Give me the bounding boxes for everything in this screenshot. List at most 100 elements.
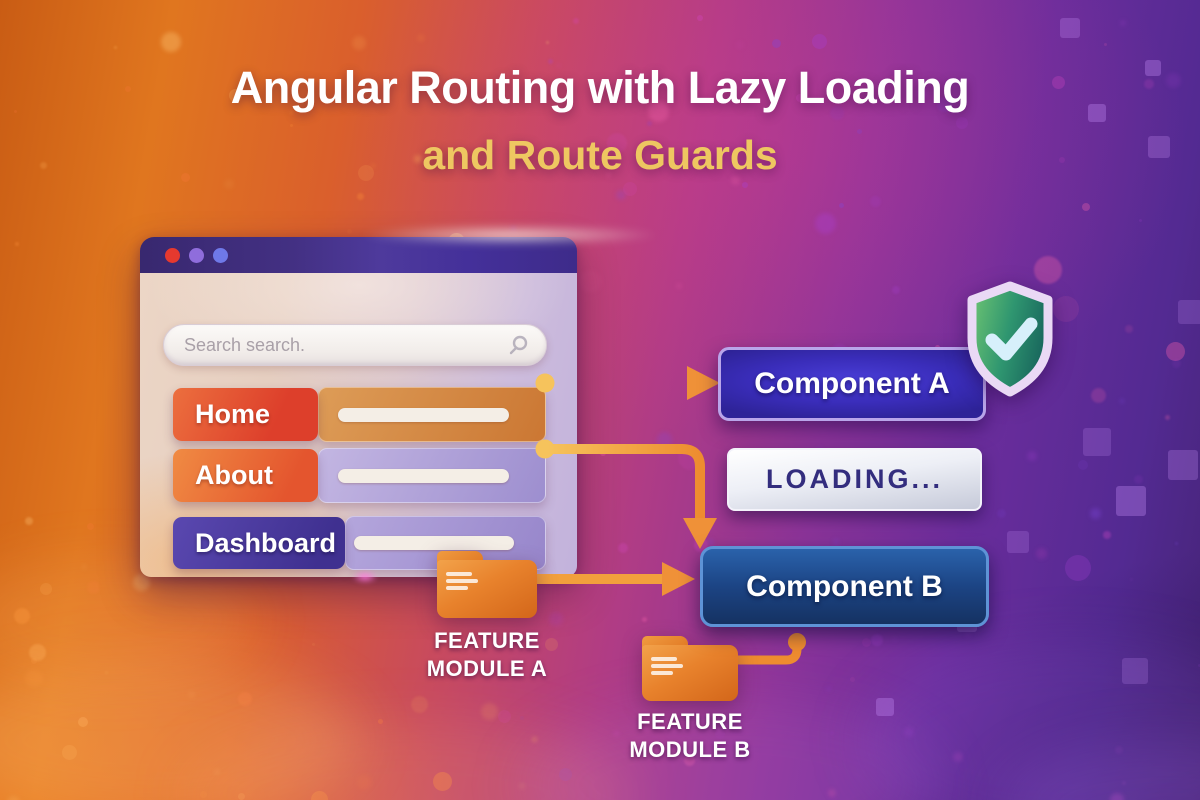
- component-a-label: Component A: [754, 367, 950, 400]
- window-close-button[interactable]: [165, 248, 180, 263]
- bokeh-dot: [1134, 475, 1143, 484]
- bokeh-dot: [1166, 73, 1181, 88]
- bokeh-dot: [833, 539, 839, 545]
- bokeh-dot: [352, 36, 366, 50]
- bokeh-dot: [557, 64, 560, 67]
- bokeh-dot: [917, 88, 927, 98]
- bokeh-dot: [519, 783, 525, 789]
- nav-item-home[interactable]: Home: [173, 388, 318, 441]
- bokeh-dot: [850, 677, 855, 682]
- bokeh-dot: [1104, 43, 1107, 46]
- nav-label-text: About: [195, 460, 273, 490]
- bokeh-dot: [1165, 415, 1170, 420]
- search-bar[interactable]: [163, 324, 547, 366]
- bokeh-dot: [546, 41, 549, 44]
- pixel-square: [1122, 658, 1148, 684]
- bokeh-dot: [1139, 219, 1142, 222]
- folder-icon-module-b: [642, 636, 738, 704]
- nav-item-dashboard[interactable]: Dashboard: [173, 517, 345, 569]
- folder-doc-line: [651, 657, 677, 661]
- loading-status-box: LOADING...: [727, 448, 982, 511]
- bokeh-dot: [1065, 555, 1091, 581]
- bokeh-dot: [1090, 508, 1101, 519]
- nav-route-bar-home: [318, 387, 546, 442]
- bokeh-dot: [742, 182, 748, 188]
- bokeh-dot: [498, 710, 511, 723]
- bokeh-dot: [812, 34, 827, 49]
- bokeh-dot: [1059, 157, 1065, 163]
- bokeh-dot: [414, 155, 422, 163]
- bokeh-dot: [1034, 256, 1062, 284]
- browser-body: Home About Dashboard: [140, 273, 577, 577]
- bokeh-dot: [481, 703, 498, 720]
- window-maximize-button[interactable]: [213, 248, 228, 263]
- bokeh-dot: [1120, 20, 1126, 26]
- bokeh-dot: [62, 745, 77, 760]
- bokeh-dot: [828, 789, 836, 797]
- bokeh-dot: [606, 172, 611, 177]
- bokeh-dot: [1122, 781, 1126, 785]
- nav-item-about[interactable]: About: [173, 449, 318, 502]
- bokeh-dot: [857, 129, 862, 134]
- route-progress-pill: [354, 536, 514, 550]
- pixel-square: [876, 698, 894, 716]
- bokeh-dot: [14, 608, 30, 624]
- arrow-about-to-component-b: [535, 439, 717, 549]
- module-label-line: MODULE A: [426, 656, 548, 681]
- route-progress-pill: [338, 469, 509, 483]
- bokeh-dot: [707, 539, 714, 546]
- bokeh-dot: [937, 97, 952, 112]
- window-minimize-button[interactable]: [189, 248, 204, 263]
- bokeh-dot: [1172, 359, 1181, 368]
- pixel-square: [1168, 450, 1198, 480]
- folder-icon-module-a: [437, 551, 537, 621]
- bokeh-dot: [657, 432, 672, 447]
- bokeh-dot: [371, 164, 375, 168]
- bokeh-dot: [289, 110, 294, 115]
- bokeh-dot: [82, 565, 86, 569]
- bokeh-dot: [623, 182, 637, 196]
- bokeh-dot: [40, 583, 52, 595]
- bokeh-dot: [1078, 460, 1088, 470]
- bokeh-dot: [815, 213, 836, 234]
- bokeh-dot: [520, 716, 524, 720]
- pixel-square: [1060, 18, 1080, 38]
- bokeh-dot: [188, 691, 195, 698]
- folder-doc-line: [446, 572, 472, 576]
- bokeh-dot: [1120, 399, 1124, 403]
- bokeh-dot: [31, 658, 37, 664]
- bokeh-dot: [830, 106, 844, 120]
- bokeh-dot: [715, 729, 725, 739]
- bokeh-dot: [229, 89, 242, 102]
- bokeh-dot: [827, 687, 831, 691]
- bokeh-dot: [697, 15, 703, 21]
- module-label-line: MODULE B: [629, 737, 751, 762]
- bokeh-dot: [357, 193, 364, 200]
- bokeh-dot: [105, 671, 108, 674]
- search-input[interactable]: [182, 333, 508, 357]
- bokeh-dot: [1166, 342, 1185, 361]
- bokeh-dot: [1130, 578, 1133, 581]
- pixel-square: [1088, 104, 1106, 122]
- bokeh-dot: [871, 634, 883, 646]
- bokeh-dot: [87, 523, 94, 530]
- route-guard-shield-check-icon: [967, 281, 1053, 397]
- bokeh-dot: [725, 717, 730, 722]
- bokeh-dot: [1125, 325, 1133, 333]
- bokeh-dot: [133, 574, 150, 591]
- bokeh-dot: [890, 76, 894, 80]
- bokeh-dot: [1053, 296, 1079, 322]
- bokeh-dot: [1175, 542, 1178, 545]
- bokeh-dot: [614, 731, 619, 736]
- bokeh-dot: [311, 791, 328, 800]
- connector-module-b-to-component-b: [730, 633, 806, 665]
- bokeh-dot: [125, 86, 131, 92]
- pink-sparkle: [352, 570, 378, 584]
- bokeh-dot: [417, 34, 425, 42]
- poster-subtitle: and Route Guards: [422, 132, 778, 178]
- nav-label-text: Home: [195, 399, 271, 429]
- bokeh-dot: [997, 509, 1006, 518]
- cloud-shape: [0, 560, 260, 680]
- bokeh-dot: [181, 173, 190, 182]
